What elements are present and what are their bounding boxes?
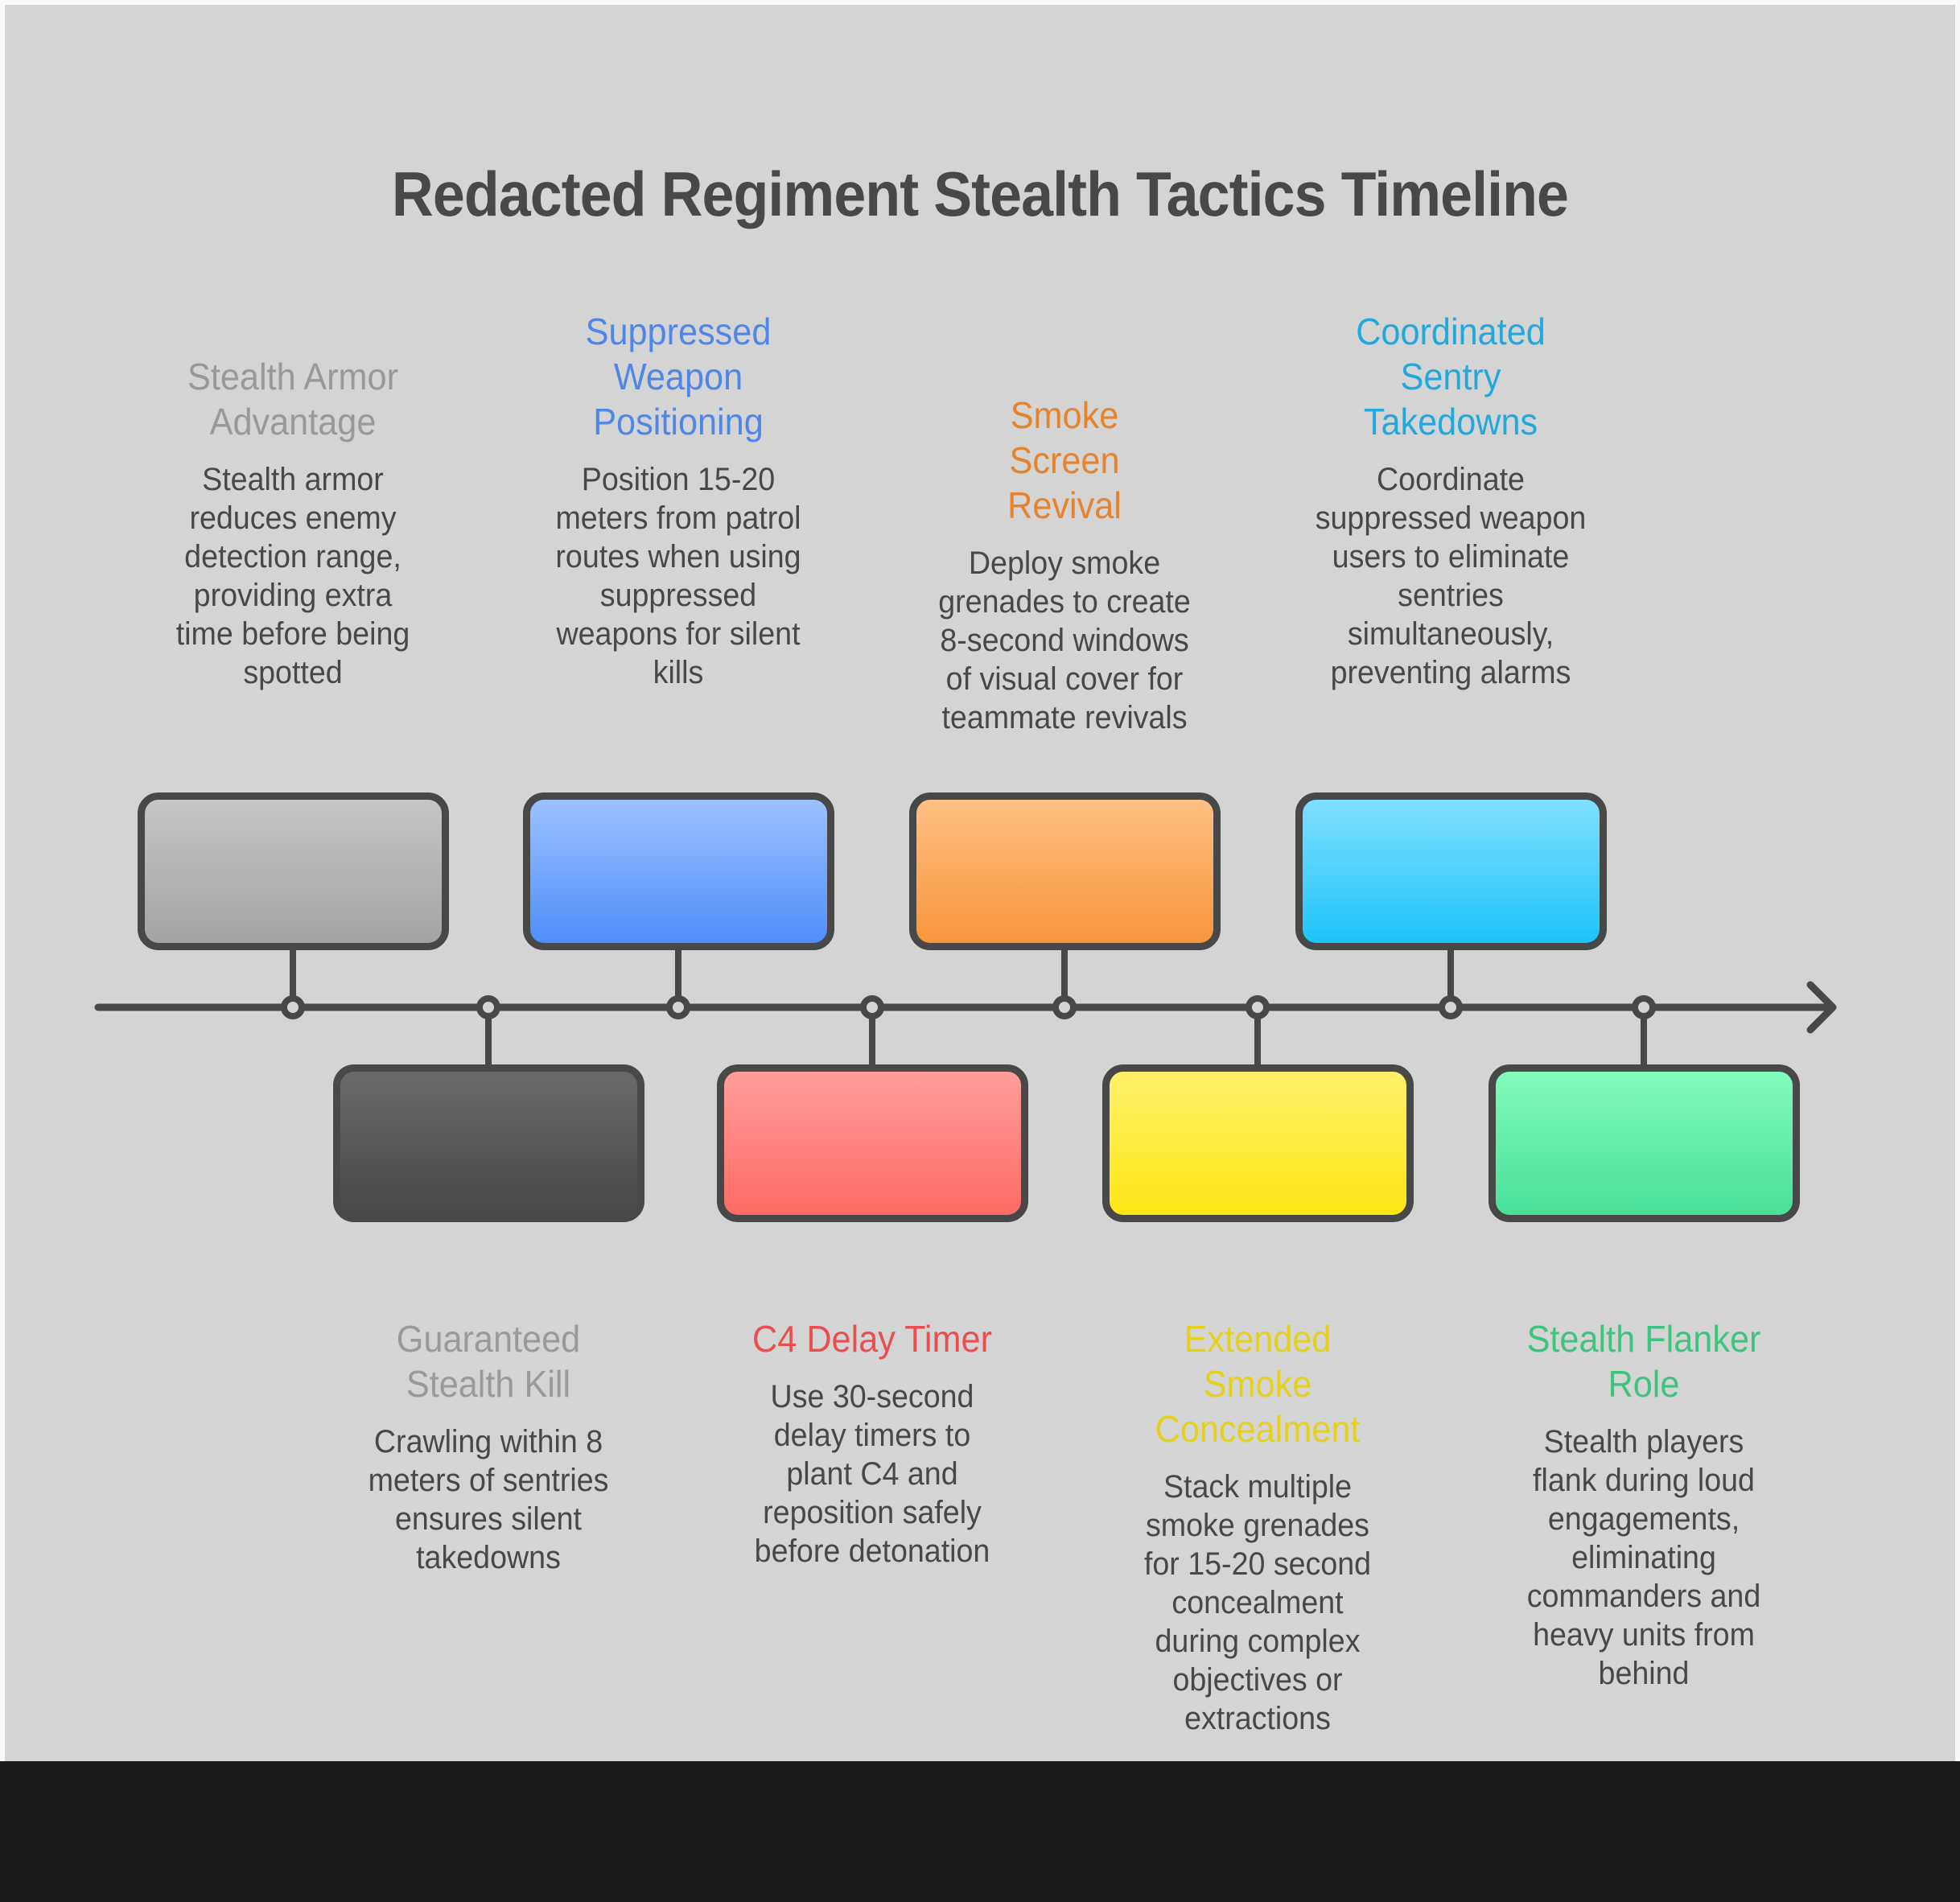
event-card[interactable]: [716, 1064, 1028, 1222]
soldier-sandbags-icon: [1390, 811, 1511, 932]
timeline-node[interactable]: [1246, 995, 1270, 1019]
stopwatch-icon: [812, 1083, 933, 1204]
timeline-node[interactable]: [1439, 995, 1463, 1019]
event-heading: C4 Delay Timer: [752, 1318, 992, 1360]
event-description: Coordinate suppressed weapon users to el…: [1315, 462, 1587, 690]
event-description: Crawling within 8 meters of sentries ens…: [368, 1424, 609, 1575]
event-description: Stack multiple smoke grenades for 15-20 …: [1143, 1469, 1372, 1736]
event-card[interactable]: [1101, 1064, 1414, 1222]
event-heading: Guaranteed Stealth Kill: [396, 1318, 581, 1405]
footer-bar: [0, 1761, 1960, 1902]
event-card[interactable]: [1295, 792, 1607, 950]
masked-target-icon: [1583, 1083, 1704, 1204]
event-heading: Suppressed Weapon Positioning: [585, 311, 772, 443]
event-description: Stealth players flank during loud engage…: [1526, 1424, 1761, 1691]
event-description: Stealth armor reduces enemy detection ra…: [175, 462, 410, 690]
event-heading: Extended Smoke Concealment: [1155, 1318, 1361, 1450]
event-description: Deploy smoke grenades to create 8-second…: [938, 545, 1191, 735]
timeline-node[interactable]: [666, 995, 690, 1019]
timeline-arrow-icon: [1806, 981, 1837, 1034]
event-heading: Stealth Armor Advantage: [187, 356, 398, 443]
soldier-pistol-icon: [428, 1083, 549, 1204]
event-heading: Stealth Flanker Role: [1526, 1318, 1761, 1405]
event-card[interactable]: [1488, 1064, 1800, 1222]
sword-skull-icon: [1004, 811, 1125, 932]
event-card[interactable]: [908, 792, 1221, 950]
armored-knight-icon: [233, 811, 353, 932]
timeline-node[interactable]: [860, 995, 884, 1019]
event-heading: Coordinated Sentry Takedowns: [1356, 311, 1546, 443]
sniper-target-icon: [618, 811, 739, 932]
event-heading: Smoke Screen Revival: [1007, 394, 1122, 526]
timeline-node[interactable]: [1632, 995, 1656, 1019]
event-card[interactable]: [137, 792, 449, 950]
event-description: Position 15-20 meters from patrol routes…: [555, 462, 801, 690]
timeline-node[interactable]: [281, 995, 305, 1019]
event-card[interactable]: [522, 792, 834, 950]
event-card[interactable]: [332, 1064, 644, 1222]
event-description: Use 30-second delay timers to plant C4 a…: [754, 1379, 990, 1569]
timeline-node[interactable]: [476, 995, 500, 1019]
diagram-title: Redacted Regiment Stealth Tactics Timeli…: [391, 158, 1569, 229]
smoke-cover-person-icon: [1197, 1083, 1318, 1204]
timeline-node[interactable]: [1052, 995, 1077, 1019]
